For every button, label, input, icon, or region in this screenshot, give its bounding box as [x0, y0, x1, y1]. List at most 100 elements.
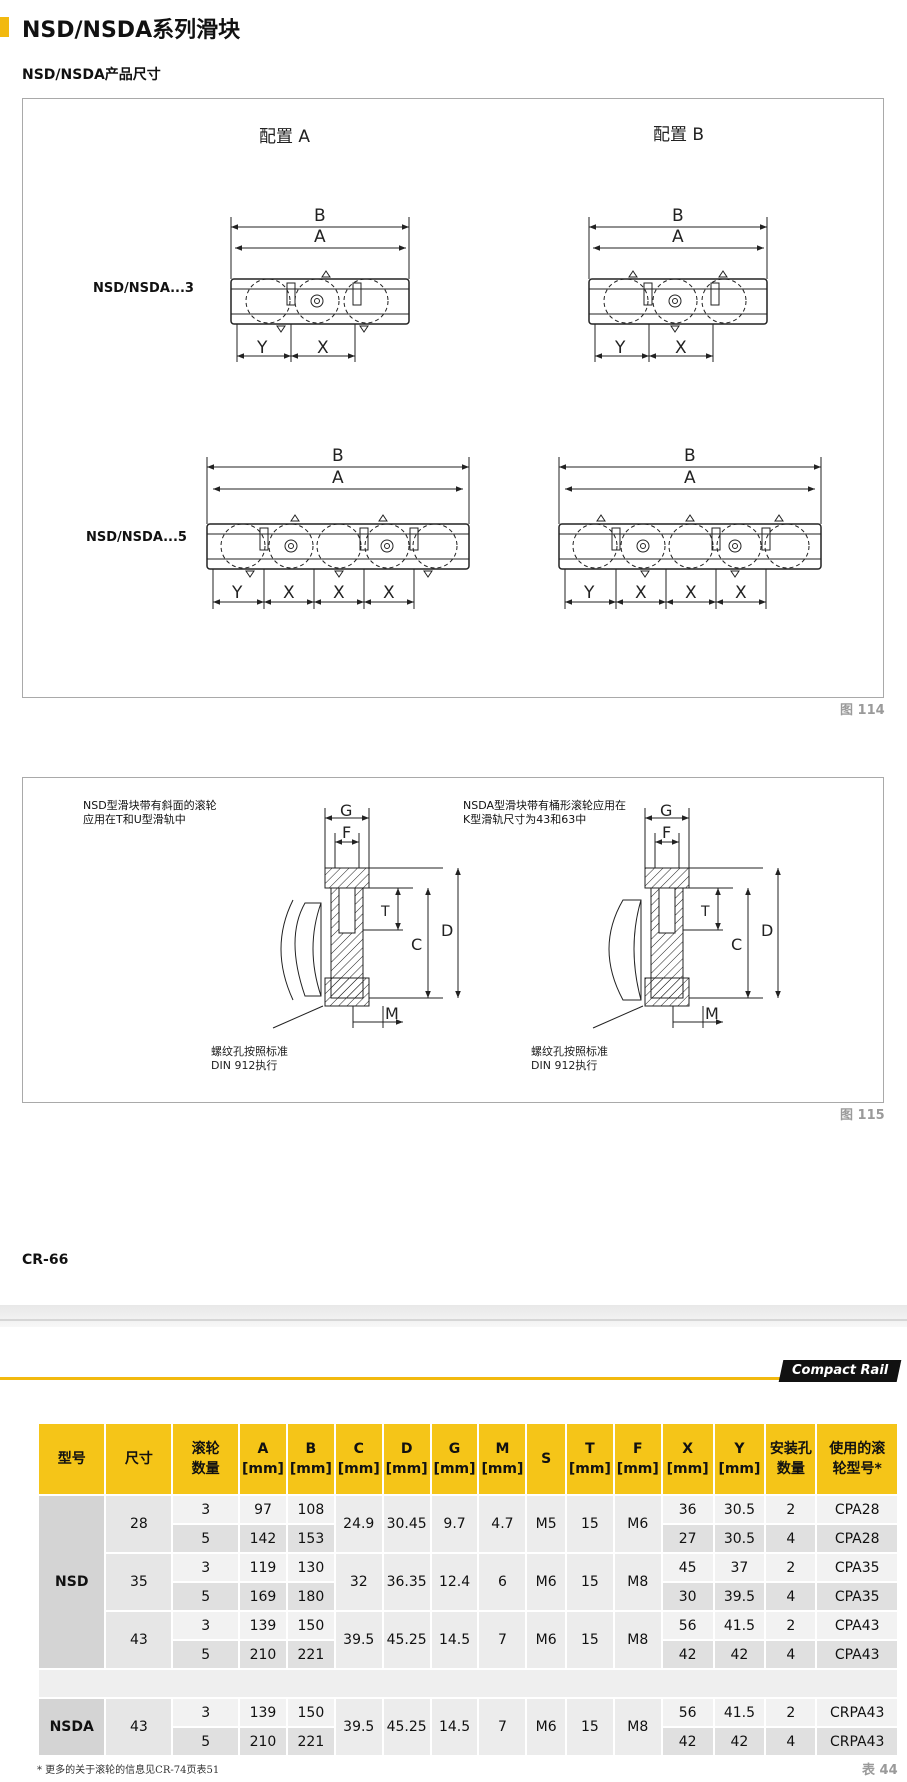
table-cell: 14.5	[429, 1610, 480, 1670]
dim-y-a3: Y	[256, 338, 268, 358]
page-title: NSD/NSDA系列滑块	[22, 18, 241, 43]
slider-a3	[230, 217, 410, 362]
table-cell: 4	[764, 1581, 818, 1612]
table-cell: 3	[171, 1610, 241, 1641]
dim-m-left: M	[385, 1004, 399, 1023]
table-cell: M6	[525, 1610, 567, 1670]
table-spacer-row	[37, 1668, 899, 1699]
dim-b-b5: B	[684, 446, 696, 466]
table-cell: 130	[285, 1552, 336, 1583]
header-cell: T[mm]	[564, 1422, 615, 1496]
title-accent-bar	[0, 17, 9, 37]
dim-x1-b5: X	[635, 583, 647, 603]
nsda-note-line2: K型滑轨尺寸为43和63中	[463, 812, 586, 826]
config-b-label: 配置 B	[653, 125, 704, 145]
page-separator-line	[0, 1319, 907, 1321]
table-cell: 12.4	[429, 1552, 480, 1612]
table-cell: 97	[238, 1494, 288, 1525]
figure-114-caption: 图 114	[840, 703, 885, 718]
nsda-note-line1: NSDA型滑块带有桶形滚轮应用在	[463, 798, 626, 812]
table-cell: 153	[285, 1523, 336, 1554]
header-cell: 尺寸	[104, 1422, 174, 1496]
table-cell: 5	[171, 1726, 241, 1757]
table-cell: CRPA43	[815, 1697, 899, 1728]
table-cell: 42	[712, 1639, 767, 1670]
table-cell: 15	[564, 1494, 615, 1554]
table-cell: 56	[660, 1610, 715, 1641]
table-cell: 221	[285, 1726, 336, 1757]
table-row: NSD 28 3 97 108 24.9 30.45 9.7 4.7 M5 15…	[36, 1494, 899, 1670]
table-cell: 15	[564, 1610, 615, 1670]
header-cell: 安装孔数量	[764, 1422, 818, 1496]
header-cell: G[mm]	[429, 1422, 480, 1496]
table-cell: 5	[171, 1523, 241, 1554]
table-cell: 30.5	[712, 1523, 767, 1554]
table-cell: 5	[171, 1639, 241, 1670]
header-cell: A[mm]	[238, 1422, 288, 1496]
dim-x-b3: X	[675, 338, 687, 358]
table-cell: 15	[564, 1552, 615, 1612]
table-cell: CPA35	[815, 1581, 899, 1612]
dim-x-a3: X	[317, 338, 329, 358]
table-cell: 27	[660, 1523, 715, 1554]
table-cell: 5	[171, 1581, 241, 1612]
table-cell: 36.35	[381, 1552, 432, 1612]
table-cell: CPA35	[815, 1552, 899, 1583]
table-header-row: 型号 尺寸 滚轮数量 A[mm] B[mm] C[mm] D[mm] G[mm]…	[36, 1422, 899, 1496]
table-cell: CPA28	[815, 1523, 899, 1554]
table-cell: 7	[477, 1610, 528, 1670]
figure-115-frame: NSD型滑块带有斜面的滚轮 应用在T和U型滑轨中 NSDA型滑块带有桶形滚轮应用…	[22, 777, 884, 1103]
table-cell: 39.5	[333, 1697, 384, 1757]
table-cell: M8	[612, 1610, 663, 1670]
row-5-label: NSD/NSDA...5	[86, 530, 187, 545]
dim-x3-a5: X	[383, 583, 395, 603]
dim-a-b3: A	[672, 227, 684, 247]
nsd-note-line1: NSD型滑块带有斜面的滚轮	[83, 798, 217, 812]
figure-115-caption: 图 115	[840, 1108, 885, 1123]
table-cell: 39.5	[333, 1610, 384, 1670]
table-row: 5 142 153 27 30.5 4 CPA28	[38, 1523, 899, 1554]
table-cell: 142	[238, 1523, 288, 1554]
table-cell: 119	[238, 1552, 288, 1583]
page-separator	[0, 1305, 907, 1327]
dim-t-right: T	[700, 904, 710, 920]
page-code: CR-66	[22, 1252, 69, 1268]
table-cell: 41.5	[712, 1610, 767, 1641]
table-cell: M5	[525, 1494, 567, 1554]
table-cell: 180	[285, 1581, 336, 1612]
table-cell: 2	[764, 1610, 818, 1641]
dim-x1-a5: X	[283, 583, 295, 603]
config-a-label: 配置 A	[259, 127, 310, 147]
table-cell: 169	[238, 1581, 288, 1612]
header-cell: C[mm]	[333, 1422, 384, 1496]
brand-name: Compact Rail	[791, 1363, 889, 1378]
header-cell: 滚轮数量	[171, 1422, 241, 1496]
table-cell: 24.9	[333, 1494, 384, 1554]
brand-badge: Compact Rail	[778, 1360, 902, 1382]
table-cell: 4	[764, 1726, 818, 1757]
spacer-cell	[37, 1668, 899, 1699]
table-cell: 7	[477, 1697, 528, 1757]
table-cell: 139	[238, 1610, 288, 1641]
table-cell: 30	[660, 1581, 715, 1612]
dim-y-b3: Y	[614, 338, 626, 358]
dim-f-right: F	[662, 823, 671, 842]
section-subtitle: NSD/NSDA产品尺寸	[22, 67, 161, 83]
nsd-cross-section	[272, 808, 461, 1029]
table-cell: M6	[612, 1494, 663, 1554]
header-cell: B[mm]	[285, 1422, 336, 1496]
table-cell: 42	[712, 1726, 767, 1757]
table-cell: 150	[285, 1697, 336, 1728]
dim-c-left: C	[411, 935, 422, 954]
table-cell: 42	[660, 1726, 715, 1757]
table-cell: 210	[238, 1726, 288, 1757]
dim-t-left: T	[380, 904, 390, 920]
thread-note-left-2: DIN 912执行	[211, 1058, 277, 1072]
table-cell: M8	[612, 1697, 663, 1757]
table-cell: 42	[660, 1639, 715, 1670]
dim-c-right: C	[731, 935, 742, 954]
dim-x2-a5: X	[333, 583, 345, 603]
table-cell: 210	[238, 1639, 288, 1670]
table-cell: CPA43	[815, 1610, 899, 1641]
header-cell: F[mm]	[612, 1422, 663, 1496]
